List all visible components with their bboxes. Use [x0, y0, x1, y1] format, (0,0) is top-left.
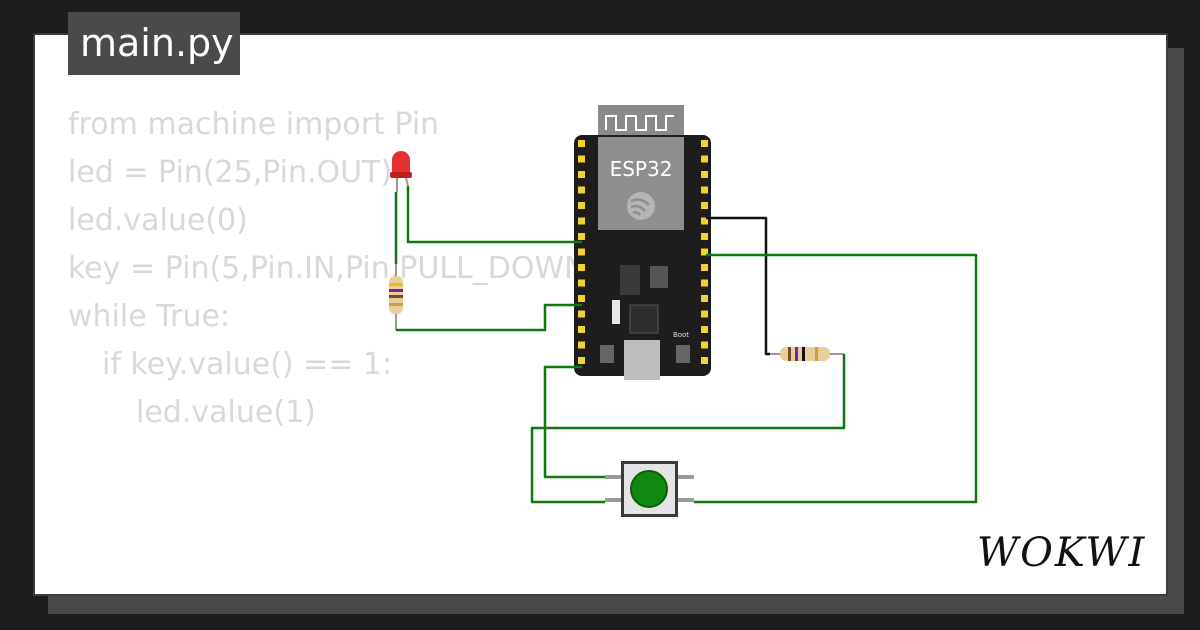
- code-line: led.value(0): [68, 203, 248, 238]
- button-leg: [605, 475, 623, 479]
- esp32-board[interactable]: ESP32 Boot: [574, 105, 711, 380]
- wire-3v3-button[interactable]: [543, 365, 605, 479]
- header-pin[interactable]: [578, 264, 585, 271]
- led-rim: [390, 172, 412, 178]
- resistor-band: [389, 283, 403, 286]
- header-pin[interactable]: [701, 248, 708, 256]
- en-button[interactable]: [600, 345, 614, 363]
- header-pin[interactable]: [578, 279, 585, 287]
- led-leg: [405, 177, 409, 187]
- header-pin[interactable]: [701, 155, 708, 163]
- file-title-tab[interactable]: main.py: [68, 12, 240, 75]
- code-line: from machine import Pin: [68, 107, 440, 142]
- right-pin-header: [701, 140, 708, 364]
- wire-resistor-gnd[interactable]: [396, 303, 582, 332]
- left-pin-header: [578, 140, 585, 364]
- wire-gpio5-button[interactable]: [694, 253, 978, 504]
- header-pin[interactable]: [701, 186, 708, 194]
- header-pin[interactable]: [701, 326, 708, 333]
- button-leg: [605, 498, 623, 502]
- header-pin[interactable]: [578, 341, 585, 349]
- resistor-led[interactable]: [389, 264, 403, 330]
- header-pin[interactable]: [578, 248, 585, 256]
- header-pin[interactable]: [578, 295, 585, 302]
- usb-uart-chip: [629, 304, 659, 334]
- header-pin[interactable]: [578, 202, 585, 209]
- header-pin[interactable]: [578, 140, 585, 147]
- wifi-antenna: [598, 105, 684, 139]
- file-title: main.py: [80, 21, 234, 65]
- header-pin[interactable]: [578, 357, 585, 364]
- boot-label: Boot: [673, 331, 689, 339]
- resistor-band: [815, 347, 818, 361]
- espressif-icon: [627, 192, 655, 220]
- board-label: ESP32: [610, 157, 673, 181]
- header-pin[interactable]: [701, 341, 708, 349]
- header-pin[interactable]: [578, 155, 585, 163]
- resistor-band: [795, 347, 798, 361]
- header-pin[interactable]: [701, 202, 708, 209]
- header-pin[interactable]: [701, 279, 708, 287]
- button-leg: [676, 475, 694, 479]
- header-pin[interactable]: [701, 171, 708, 178]
- header-pin[interactable]: [701, 310, 708, 318]
- header-pin[interactable]: [578, 310, 585, 318]
- header-pin[interactable]: [701, 264, 708, 271]
- red-led[interactable]: [390, 151, 412, 192]
- boot-button[interactable]: [676, 345, 690, 363]
- resistor-band: [802, 347, 805, 361]
- resistor-band: [389, 303, 403, 306]
- regulator-chip: [620, 265, 640, 295]
- header-pin[interactable]: [701, 140, 708, 147]
- code-line: if key.value() == 1:: [102, 347, 393, 382]
- resistor-band: [788, 347, 791, 361]
- header-pin[interactable]: [578, 326, 585, 333]
- pushbutton[interactable]: [605, 461, 694, 517]
- wokwi-logo: WOKWI: [977, 530, 1146, 576]
- header-pin[interactable]: [578, 186, 585, 194]
- header-pin[interactable]: [701, 295, 708, 302]
- code-line: key = Pin(5,Pin.IN,Pin.PULL_DOWN): [68, 251, 599, 286]
- header-pin[interactable]: [701, 233, 708, 240]
- wire-led-gpio25[interactable]: [406, 186, 582, 244]
- resistor-band: [389, 295, 403, 298]
- wires: [394, 186, 978, 504]
- header-pin[interactable]: [701, 217, 708, 225]
- header-pin[interactable]: [578, 233, 585, 240]
- component: [650, 266, 668, 288]
- header-pin[interactable]: [701, 357, 708, 364]
- resistor-pulldown[interactable]: [770, 347, 844, 361]
- button-cap[interactable]: [630, 470, 668, 508]
- header-pin[interactable]: [578, 171, 585, 178]
- code-line: led = Pin(25,Pin.OUT): [68, 155, 393, 190]
- svg-text:WOKWI: WOKWI: [977, 530, 1146, 576]
- wire-gnd-resistor[interactable]: [706, 216, 770, 356]
- usb-port: [624, 340, 660, 380]
- wire-resistor-button[interactable]: [530, 354, 846, 504]
- header-pin[interactable]: [578, 217, 585, 225]
- component: [612, 300, 620, 324]
- resistor-band: [389, 289, 403, 292]
- code-line: while True:: [68, 299, 231, 334]
- led-body: [392, 151, 410, 172]
- code-line: led.value(1): [136, 395, 316, 430]
- antenna-trace: [605, 115, 674, 131]
- code-listing: from machine import Pin led = Pin(25,Pin…: [68, 104, 598, 440]
- button-leg: [676, 498, 694, 502]
